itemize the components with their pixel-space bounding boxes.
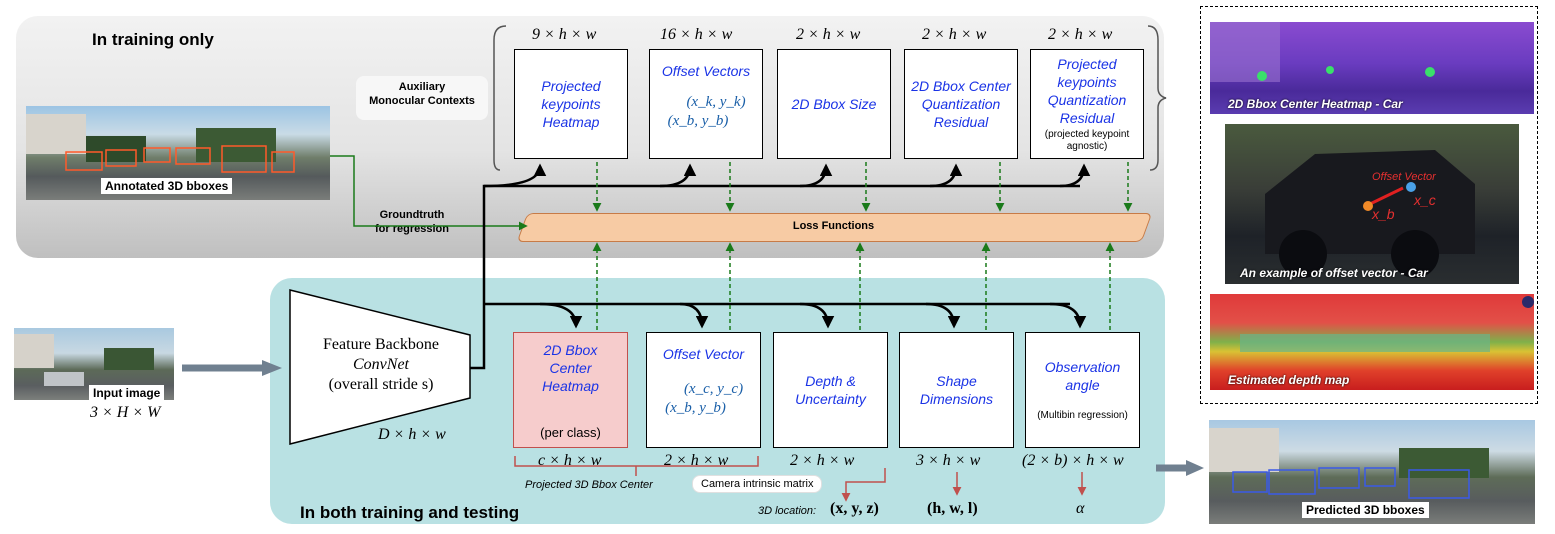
shape-math: (h, w, l) [927, 500, 978, 517]
loss-functions-label: Loss Functions [792, 220, 875, 232]
bottom-head-dim: (2 × b) × h × w [1022, 452, 1124, 469]
input-dim: 3 × H × W [90, 404, 161, 421]
visualization-panel [1200, 6, 1538, 404]
depth-caption: Estimated depth map [1228, 373, 1350, 387]
bbox-size-box: 2D Bbox Size [777, 49, 891, 159]
xb-label: x_b [1372, 206, 1395, 222]
top-head-dim: 2 × h × w [922, 26, 987, 43]
observation-angle-box: Observation angle (Multibin regression) [1025, 332, 1140, 448]
training-only-title: In training only [92, 30, 214, 49]
top-head-dim: 16 × h × w [660, 26, 733, 43]
heatmap-image [1210, 22, 1534, 114]
angle-math: α [1076, 500, 1085, 517]
heatmap-caption: 2D Bbox Center Heatmap - Car [1228, 97, 1403, 111]
bottom-head-dim: 2 × h × w [790, 452, 855, 469]
backbone-label: Feature Backbone ConvNet (overall stride… [323, 336, 439, 393]
input-caption: Input image [89, 385, 165, 401]
offset-vector-box: Offset Vector (x_c, y_c) (x_b, y_b) [646, 332, 761, 448]
shape-dimensions-box: Shape Dimensions [899, 332, 1014, 448]
bbox-center-residual-box: 2D Bbox Center Quantization Residual [904, 49, 1018, 159]
offset-vector-label: Offset Vector [1372, 171, 1436, 183]
location-math: (x, y, z) [830, 500, 879, 517]
top-head-dim: 2 × h × w [796, 26, 861, 43]
backbone-dim: D × h × w [378, 426, 446, 443]
annotated-caption: Annotated 3D bboxes [101, 178, 233, 194]
xc-label: x_c [1414, 192, 1436, 208]
offset-vectors-box: Offset Vectors (x_k, y_k) (x_b, y_b) [649, 49, 763, 159]
bottom-head-dim: c × h × w [538, 452, 602, 469]
location-label: 3D location: [758, 505, 817, 517]
projected-center-label: Projected 3D Bbox Center [525, 479, 653, 491]
top-head-dim: 2 × h × w [1048, 26, 1113, 43]
both-title: In both training and testing [300, 503, 520, 522]
predicted-caption: Predicted 3D bboxes [1302, 502, 1429, 518]
auxiliary-label: Auxiliary Monocular Contexts [356, 76, 488, 120]
bbox-center-heatmap-box: 2D Bbox Center Heatmap (per class) [513, 332, 628, 448]
bottom-head-dim: 3 × h × w [916, 452, 981, 469]
depth-uncertainty-box: Depth & Uncertainty [773, 332, 888, 448]
offset-caption: An example of offset vector - Car [1240, 266, 1428, 280]
offset-example-image [1225, 124, 1519, 284]
keypoints-residual-box: Projected keypoints Quantization Residua… [1030, 49, 1144, 159]
camera-matrix-label: Camera intrinsic matrix [692, 475, 823, 493]
bottom-head-dim: 2 × h × w [664, 452, 729, 469]
projected-keypoints-heatmap-box: Projected keypoints Heatmap [514, 49, 628, 159]
top-head-dim: 9 × h × w [532, 26, 597, 43]
depth-map-image [1210, 294, 1534, 390]
